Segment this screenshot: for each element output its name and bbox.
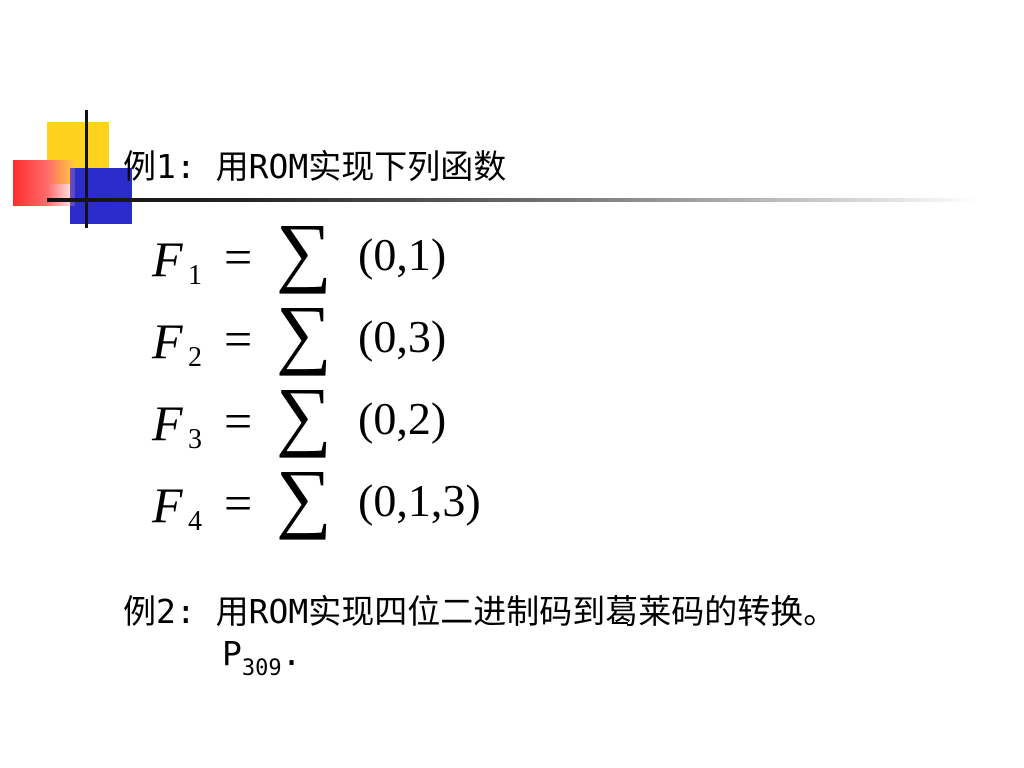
- formula-equals: =: [224, 475, 253, 531]
- formula-variable: F: [152, 477, 183, 533]
- slide-title: 例1: 用ROM实现下列函数: [123, 147, 507, 186]
- formula-arguments: (0,1,3): [358, 475, 481, 526]
- formula-subscript: 4: [188, 506, 202, 537]
- page-ref-prefix: P: [222, 634, 242, 673]
- page-ref-number: 309: [241, 656, 282, 681]
- summation-symbol: ∑: [276, 207, 332, 294]
- formula-equals: =: [224, 229, 253, 285]
- ornament-blue-square: [70, 168, 132, 224]
- formula-arguments: (0,2): [358, 393, 447, 444]
- formula-equals: =: [224, 311, 253, 367]
- formula-subscript: 2: [188, 342, 202, 373]
- formula-subscript: 3: [188, 424, 202, 455]
- summation-symbol: ∑: [276, 371, 332, 458]
- formula-subscript: 1: [188, 260, 202, 291]
- formula-variable: F: [152, 231, 183, 287]
- formula-variable: F: [152, 395, 183, 451]
- page-reference: P309.: [222, 634, 302, 681]
- title-underline: [47, 198, 977, 202]
- example-2-text: 例2: 用ROM实现四位二进制码到葛莱码的转换。: [123, 592, 837, 631]
- page-ref-suffix: .: [281, 634, 302, 673]
- summation-symbol: ∑: [276, 289, 332, 376]
- summation-symbol: ∑: [276, 453, 332, 540]
- formula-arguments: (0,3): [358, 311, 447, 362]
- formula-equals: =: [224, 393, 253, 449]
- formula-variable: F: [152, 313, 183, 369]
- formula-arguments: (0,1): [358, 229, 447, 280]
- ornament-vertical-line: [85, 110, 88, 228]
